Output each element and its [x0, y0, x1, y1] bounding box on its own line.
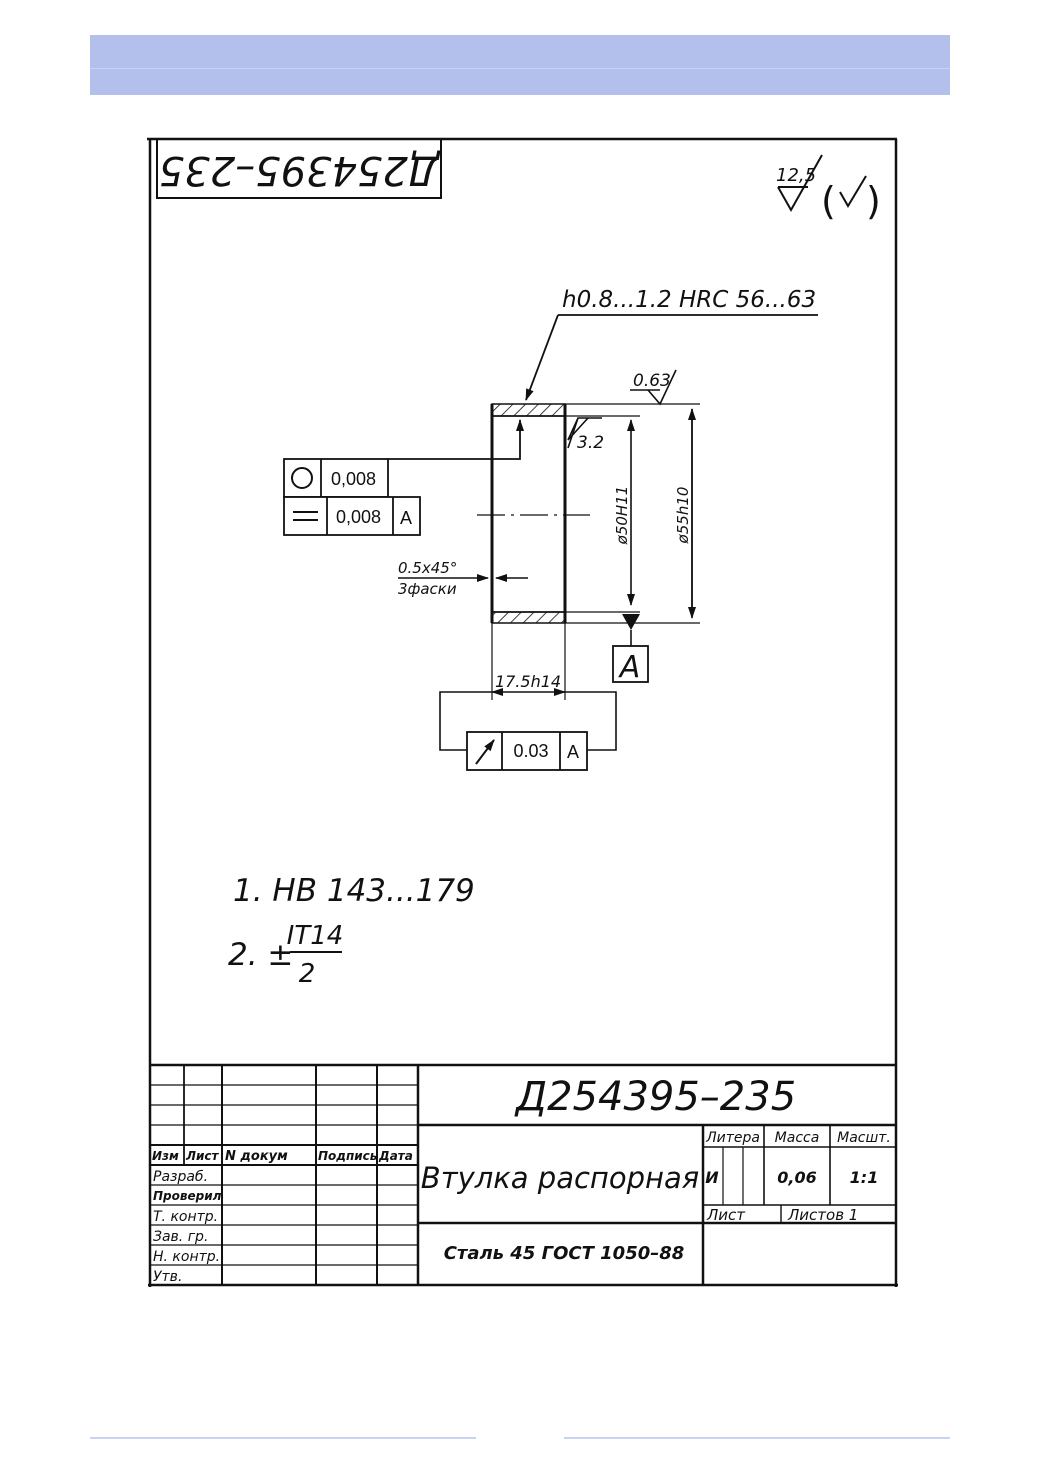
- title-block-text: Д254395–235 Втулка распорная Сталь 45 ГО…: [152, 1074, 891, 1285]
- tb-row-utv: Утв.: [153, 1269, 182, 1285]
- chamfer-count-text: 3фаски: [398, 580, 457, 598]
- surface-hardening-leader: h0.8...1.2 HRC 56...63: [525, 287, 818, 401]
- runout-icon: [475, 739, 495, 765]
- dimension-outer: ø55h10: [565, 403, 700, 624]
- tb-col-izm: Изм: [152, 1149, 179, 1163]
- inverted-code-text: Д254395–235: [159, 147, 441, 193]
- datum-a-letter: А: [618, 650, 641, 685]
- tb-material: Сталь 45 ГОСТ 1050–88: [444, 1243, 685, 1264]
- tb-name: Втулка распорная: [421, 1161, 699, 1195]
- fcf-runout: 0.03 А: [439, 691, 617, 771]
- inverted-code-box: Д254395–235: [156, 138, 442, 199]
- svg-text:): ): [866, 179, 881, 223]
- tb-massa-value: 0,06: [777, 1168, 816, 1187]
- roundness-icon: [291, 467, 313, 489]
- surface-hardening-text: h0.8...1.2 HRC 56...63: [562, 287, 816, 313]
- tb-litera-value: И: [705, 1168, 719, 1187]
- note-1: 1. HB 143...179: [233, 873, 475, 909]
- tb-row-zavgr: Зав. гр.: [153, 1229, 208, 1245]
- fcf-parallelism: 0,008 А: [283, 496, 421, 536]
- roughness-face-value: 0.63: [633, 371, 671, 391]
- dimension-length: 17.5h14: [491, 623, 566, 700]
- parallelism-value: 0,008: [336, 507, 381, 527]
- footer-rule-right: [564, 1437, 950, 1439]
- note-2-prefix: 2. ±: [228, 937, 293, 973]
- tb-list-label: Лист: [706, 1206, 746, 1224]
- tb-designation: Д254395–235: [514, 1074, 796, 1120]
- chamfer-size-text: 0.5x45°: [398, 559, 457, 577]
- bore-dia-text: ø50H11: [613, 486, 631, 546]
- outer-dia-text: ø55h10: [674, 487, 692, 545]
- tb-masshtab-value: 1:1: [850, 1168, 879, 1187]
- datum-a-marker: А: [612, 614, 649, 685]
- tb-row-nkontr: Н. контр.: [153, 1249, 220, 1265]
- technical-notes: 1. HB 143...179 2. ± IT14 2: [228, 873, 475, 989]
- tb-listov-label: Листов 1: [787, 1206, 858, 1224]
- chamfer-callout: 0.5x45° 3фаски: [398, 559, 528, 598]
- runout-value: 0.03: [513, 741, 548, 761]
- header-band-divider: [90, 68, 950, 69]
- roughness-general-value: 12,5: [776, 165, 816, 186]
- roughness-bore-symbol: 3.2: [567, 417, 604, 453]
- tb-massa-label: Масса: [775, 1130, 820, 1146]
- tb-col-podpis: Подпись: [318, 1149, 377, 1163]
- fcf-leader: [388, 419, 524, 460]
- roughness-face-symbol: 0.63: [630, 369, 677, 406]
- svg-text:(: (: [821, 179, 836, 223]
- roughness-general-symbol: 12,5 ( ): [776, 154, 881, 223]
- runout-datum: А: [567, 742, 579, 762]
- tb-col-ndokum: N докум: [225, 1149, 288, 1164]
- tb-litera-label: Литера: [705, 1130, 760, 1146]
- tb-col-list: Лист: [185, 1149, 219, 1163]
- tb-row-proveril: Проверил: [153, 1189, 222, 1203]
- parallelism-datum: А: [400, 508, 412, 528]
- tb-masshtab-label: Масшт.: [837, 1130, 891, 1146]
- header-band: [90, 35, 950, 95]
- roughness-bore-value: 3.2: [577, 433, 604, 453]
- note-2-numerator: IT14: [287, 921, 344, 951]
- dimension-bore: ø50H11: [565, 415, 640, 613]
- fcf-roundness: 0,008: [283, 458, 389, 498]
- tb-col-data: Дата: [378, 1149, 413, 1163]
- parallelism-icon: [293, 511, 318, 521]
- title-block: [150, 1063, 896, 1285]
- part-section: [477, 403, 590, 624]
- footer-rule-left: [90, 1437, 476, 1439]
- tb-row-razrab: Разраб.: [153, 1169, 208, 1185]
- length-text: 17.5h14: [495, 672, 561, 691]
- roundness-value: 0,008: [331, 469, 376, 489]
- note-2-denominator: 2: [299, 959, 316, 989]
- tb-row-tkontr: Т. контр.: [153, 1209, 218, 1225]
